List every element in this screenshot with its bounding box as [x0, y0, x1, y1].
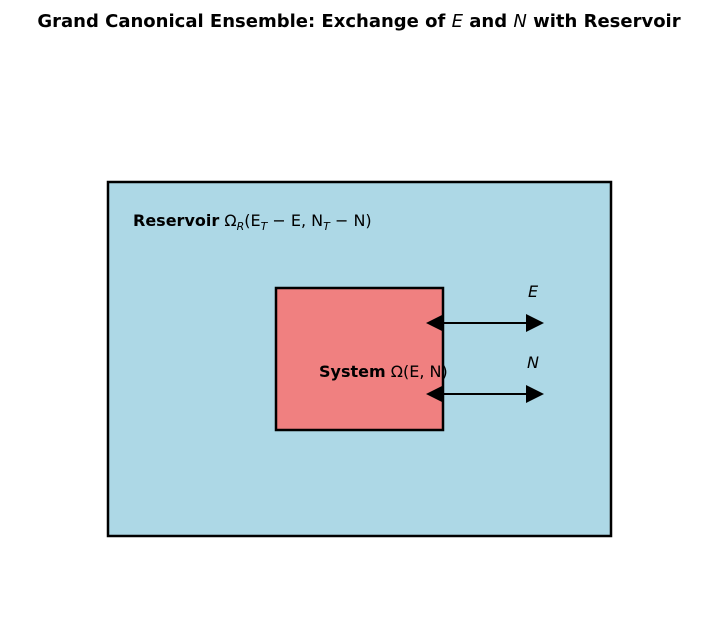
particle-arrowhead-right — [526, 385, 544, 403]
system-label: System Ω(E, N) — [319, 362, 448, 381]
reservoir-args: (E — [244, 211, 260, 230]
reservoir-omega-sub: R — [237, 220, 245, 233]
energy-arrowhead-right — [526, 314, 544, 332]
reservoir-args-mid: − E, N — [267, 211, 323, 230]
particle-arrowhead-left — [426, 385, 444, 403]
system-formula: Ω(E, N) — [391, 362, 448, 381]
reservoir-nt-sub: T — [323, 220, 331, 233]
particle-exchange-label: N — [527, 353, 539, 372]
energy-arrowhead-left — [426, 314, 444, 332]
reservoir-label-bold: Reservoir — [133, 211, 219, 230]
energy-exchange-label: E — [528, 282, 539, 301]
system-box — [274, 286, 445, 432]
reservoir-et-sub: T — [261, 220, 269, 233]
reservoir-args-end: − N) — [330, 211, 372, 230]
title-suffix: with Reservoir — [527, 11, 681, 32]
reservoir-omega: Ω — [224, 211, 236, 230]
title-var-e: E — [452, 11, 464, 32]
title-var-n: N — [513, 11, 526, 32]
reservoir-label: Reservoir ΩR(ET − E, NT − N) — [133, 211, 372, 233]
diagram-title: Grand Canonical Ensemble: Exchange of E … — [37, 11, 680, 32]
system-label-bold: System — [319, 362, 386, 381]
energy-exchange-arrow — [426, 314, 544, 332]
title-prefix: Grand Canonical Ensemble: Exchange of — [37, 11, 451, 32]
particle-exchange-arrow — [426, 385, 544, 403]
title-mid: and — [463, 11, 513, 32]
